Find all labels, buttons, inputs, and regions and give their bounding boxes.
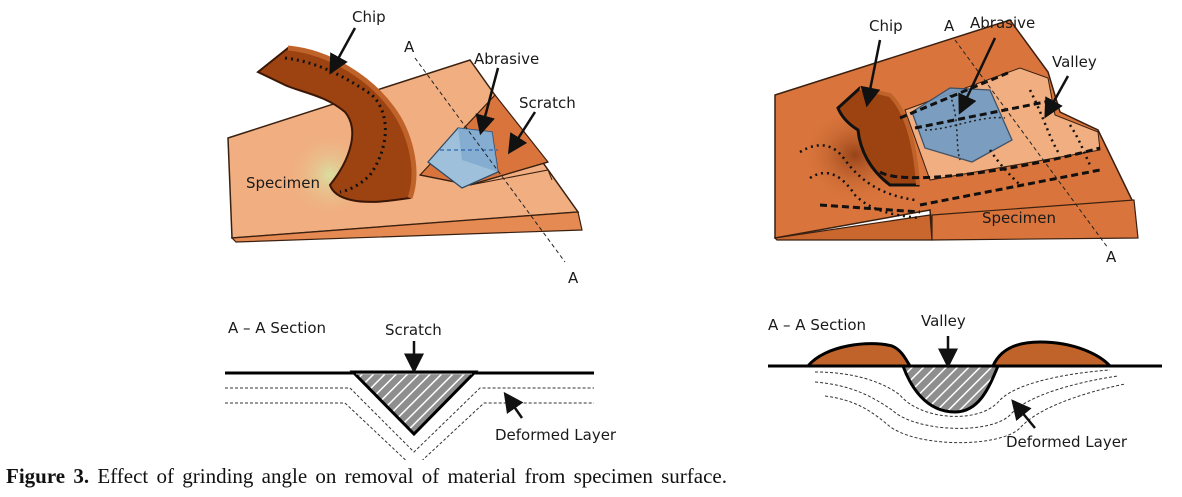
right-section-feature: Valley: [921, 312, 966, 330]
left-section-line: [414, 57, 566, 263]
right-section-view: [768, 340, 1162, 444]
left-section-view: [225, 370, 594, 469]
figure-svg: Chip A Abrasive Scratch Specimen A A – A…: [225, 8, 1162, 469]
left-specimen-side: [230, 211, 583, 243]
right-label-a-top: A: [944, 17, 955, 35]
left-label-abrasive: Abrasive: [474, 50, 539, 68]
left-label-specimen: Specimen: [246, 174, 320, 192]
left-section-layer: Deformed Layer: [495, 426, 617, 444]
right-label-abrasive: Abrasive: [970, 14, 1035, 32]
right-section-layer: Deformed Layer: [1006, 433, 1128, 451]
left-label-scratch: Scratch: [519, 94, 576, 112]
right-section-line: [954, 39, 1109, 249]
right-label-valley: Valley: [1052, 53, 1097, 71]
right-section-valley-fill: [900, 364, 1001, 414]
right-section-ridge-right: [990, 340, 1114, 368]
left-label-a-top: A: [404, 38, 415, 56]
figure-caption-label: Figure 3.: [6, 464, 90, 488]
figure-caption-text: Effect of grinding angle on removal of m…: [97, 464, 727, 488]
right-abrasive: [911, 87, 1013, 163]
figure-caption: Figure 3. Effect of grinding angle on re…: [6, 464, 1176, 489]
left-section-scratch-fill: [349, 370, 479, 437]
left-label-a-bottom: A: [568, 269, 579, 287]
right-section-title: A – A Section: [768, 316, 866, 334]
right-label-a-bottom: A: [1106, 248, 1117, 266]
right-specimen-3d: [773, 19, 1139, 249]
right-section-ridge-left: [804, 342, 913, 368]
left-section-title: A – A Section: [228, 319, 326, 337]
left-section-feature: Scratch: [385, 321, 442, 339]
right-label-chip: Chip: [869, 17, 903, 35]
left-label-chip: Chip: [352, 8, 386, 26]
left-specimen-3d: [227, 45, 583, 263]
right-label-specimen: Specimen: [982, 209, 1056, 227]
